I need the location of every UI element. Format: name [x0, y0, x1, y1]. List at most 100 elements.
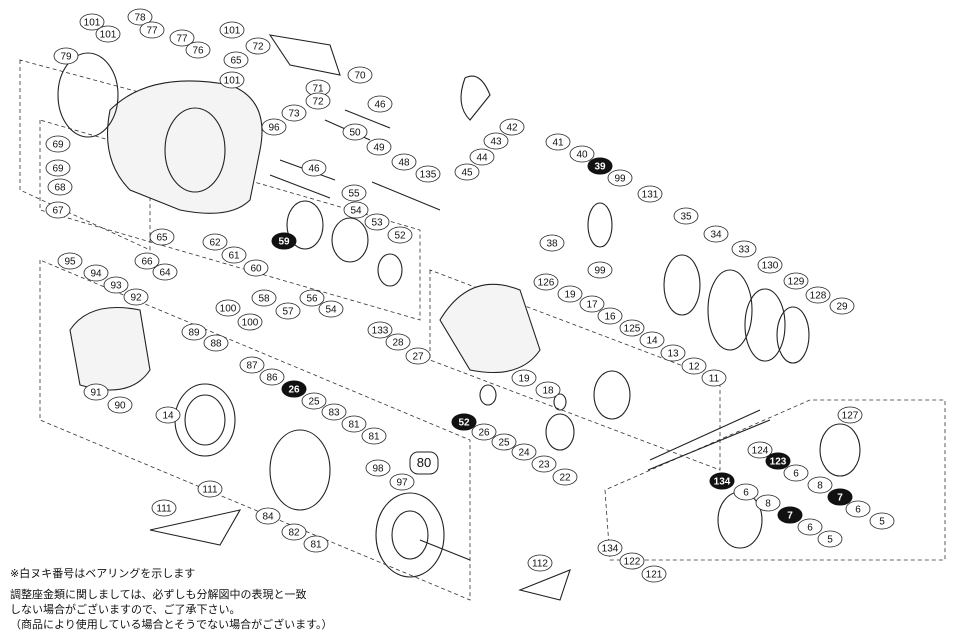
svg-text:27: 27 [412, 352, 424, 363]
callout-label: 40 [569, 145, 595, 163]
callout-label: 22 [552, 468, 578, 486]
drive-gear-hub [184, 394, 226, 446]
svg-text:68: 68 [54, 183, 66, 194]
callout-label: 123 [765, 452, 791, 470]
callout-label: 54 [343, 201, 369, 219]
callout-label: 52 [451, 413, 477, 431]
svg-text:72: 72 [252, 42, 264, 53]
callout-label: 78 [127, 8, 153, 26]
callout-label: 131 [637, 185, 663, 203]
bearing-26 [479, 384, 497, 406]
svg-text:54: 54 [325, 305, 337, 316]
svg-text:65: 65 [230, 56, 242, 67]
callout-label: 98 [365, 459, 391, 477]
svg-text:81: 81 [310, 540, 322, 551]
callout-label: 101 [219, 71, 245, 89]
callout-label: 19 [511, 369, 537, 387]
callout-label: 81 [361, 427, 387, 445]
callout-label: 93 [103, 276, 129, 294]
svg-text:50: 50 [349, 128, 361, 139]
svg-text:23: 23 [538, 460, 550, 471]
callout-label: 26 [281, 380, 307, 398]
callout-label: 81 [303, 535, 329, 553]
callout-label: 64 [152, 263, 178, 281]
shaft-3 [344, 109, 391, 129]
svg-text:101: 101 [224, 26, 241, 37]
drag-washer-2 [776, 306, 810, 364]
drag-washer [663, 254, 701, 316]
callout-label: 77 [169, 29, 195, 47]
callout-label: 43 [483, 132, 509, 150]
side-plate [57, 52, 119, 138]
callout-label: 86 [259, 368, 285, 386]
callout-label: 33 [731, 240, 757, 258]
callout-label: 61 [221, 246, 247, 264]
callout-label: 7 [827, 488, 853, 506]
callout-label: 100 [237, 313, 263, 331]
wrench-tool [518, 569, 571, 601]
right-side-cover [439, 283, 541, 373]
callout-label: 82 [281, 523, 307, 541]
brake-plate [269, 429, 331, 511]
svg-text:13: 13 [667, 349, 679, 360]
callout-label: 60 [243, 259, 269, 277]
svg-text:101: 101 [100, 30, 117, 41]
svg-text:77: 77 [176, 34, 188, 45]
spool-hub [391, 510, 429, 560]
svg-text:19: 19 [518, 374, 530, 385]
callout-label: 70 [347, 66, 373, 84]
svg-text:82: 82 [288, 528, 300, 539]
svg-text:29: 29 [836, 302, 848, 313]
svg-text:87: 87 [246, 361, 258, 372]
callout-label: 77 [139, 21, 165, 39]
washer [553, 393, 567, 411]
spool-shaft [419, 539, 471, 561]
svg-text:70: 70 [354, 71, 366, 82]
svg-text:12: 12 [688, 362, 700, 373]
callout-label: 73 [281, 104, 307, 122]
callout-label: 27 [405, 347, 431, 365]
svg-text:48: 48 [398, 158, 410, 169]
svg-text:8: 8 [765, 499, 771, 510]
svg-text:133: 133 [372, 326, 389, 337]
callout-label: 12 [681, 357, 707, 375]
svg-text:18: 18 [542, 386, 554, 397]
callout-label: 8 [807, 476, 833, 494]
callout-label: 97 [389, 473, 415, 491]
svg-text:55: 55 [348, 189, 360, 200]
svg-text:28: 28 [392, 338, 404, 349]
clutch-cam [331, 217, 369, 263]
svg-text:58: 58 [258, 294, 270, 305]
callout-label: 111 [151, 499, 177, 517]
svg-text:128: 128 [810, 291, 827, 302]
callout-label: 94 [83, 264, 109, 282]
svg-text:124: 124 [752, 446, 769, 457]
svg-text:14: 14 [162, 411, 174, 422]
svg-text:81: 81 [348, 420, 360, 431]
frame-upper-mid [39, 119, 421, 321]
svg-text:134: 134 [602, 544, 619, 555]
callout-label: 42 [499, 118, 525, 136]
svg-text:46: 46 [374, 100, 386, 111]
boxed-callout: 80 [409, 451, 439, 475]
callout-label: 8 [755, 494, 781, 512]
callout-label: 6 [733, 483, 759, 501]
callout-label: 23 [531, 455, 557, 473]
callout-label: 99 [607, 169, 633, 187]
main-gear [707, 269, 753, 351]
callout-label: 25 [491, 433, 517, 451]
svg-text:42: 42 [506, 123, 518, 134]
svg-text:89: 89 [188, 328, 200, 339]
svg-text:5: 5 [879, 517, 885, 528]
svg-text:99: 99 [594, 266, 606, 277]
callout-label: 19 [557, 285, 583, 303]
worm-shaft [371, 181, 441, 211]
callout-label: 65 [149, 228, 175, 246]
svg-text:8: 8 [817, 481, 823, 492]
svg-text:22: 22 [559, 473, 571, 484]
callout-label: 101 [219, 21, 245, 39]
svg-text:73: 73 [288, 109, 300, 120]
svg-text:90: 90 [114, 401, 126, 412]
callout-label: 126 [533, 273, 559, 291]
callout-label: 17 [579, 295, 605, 313]
